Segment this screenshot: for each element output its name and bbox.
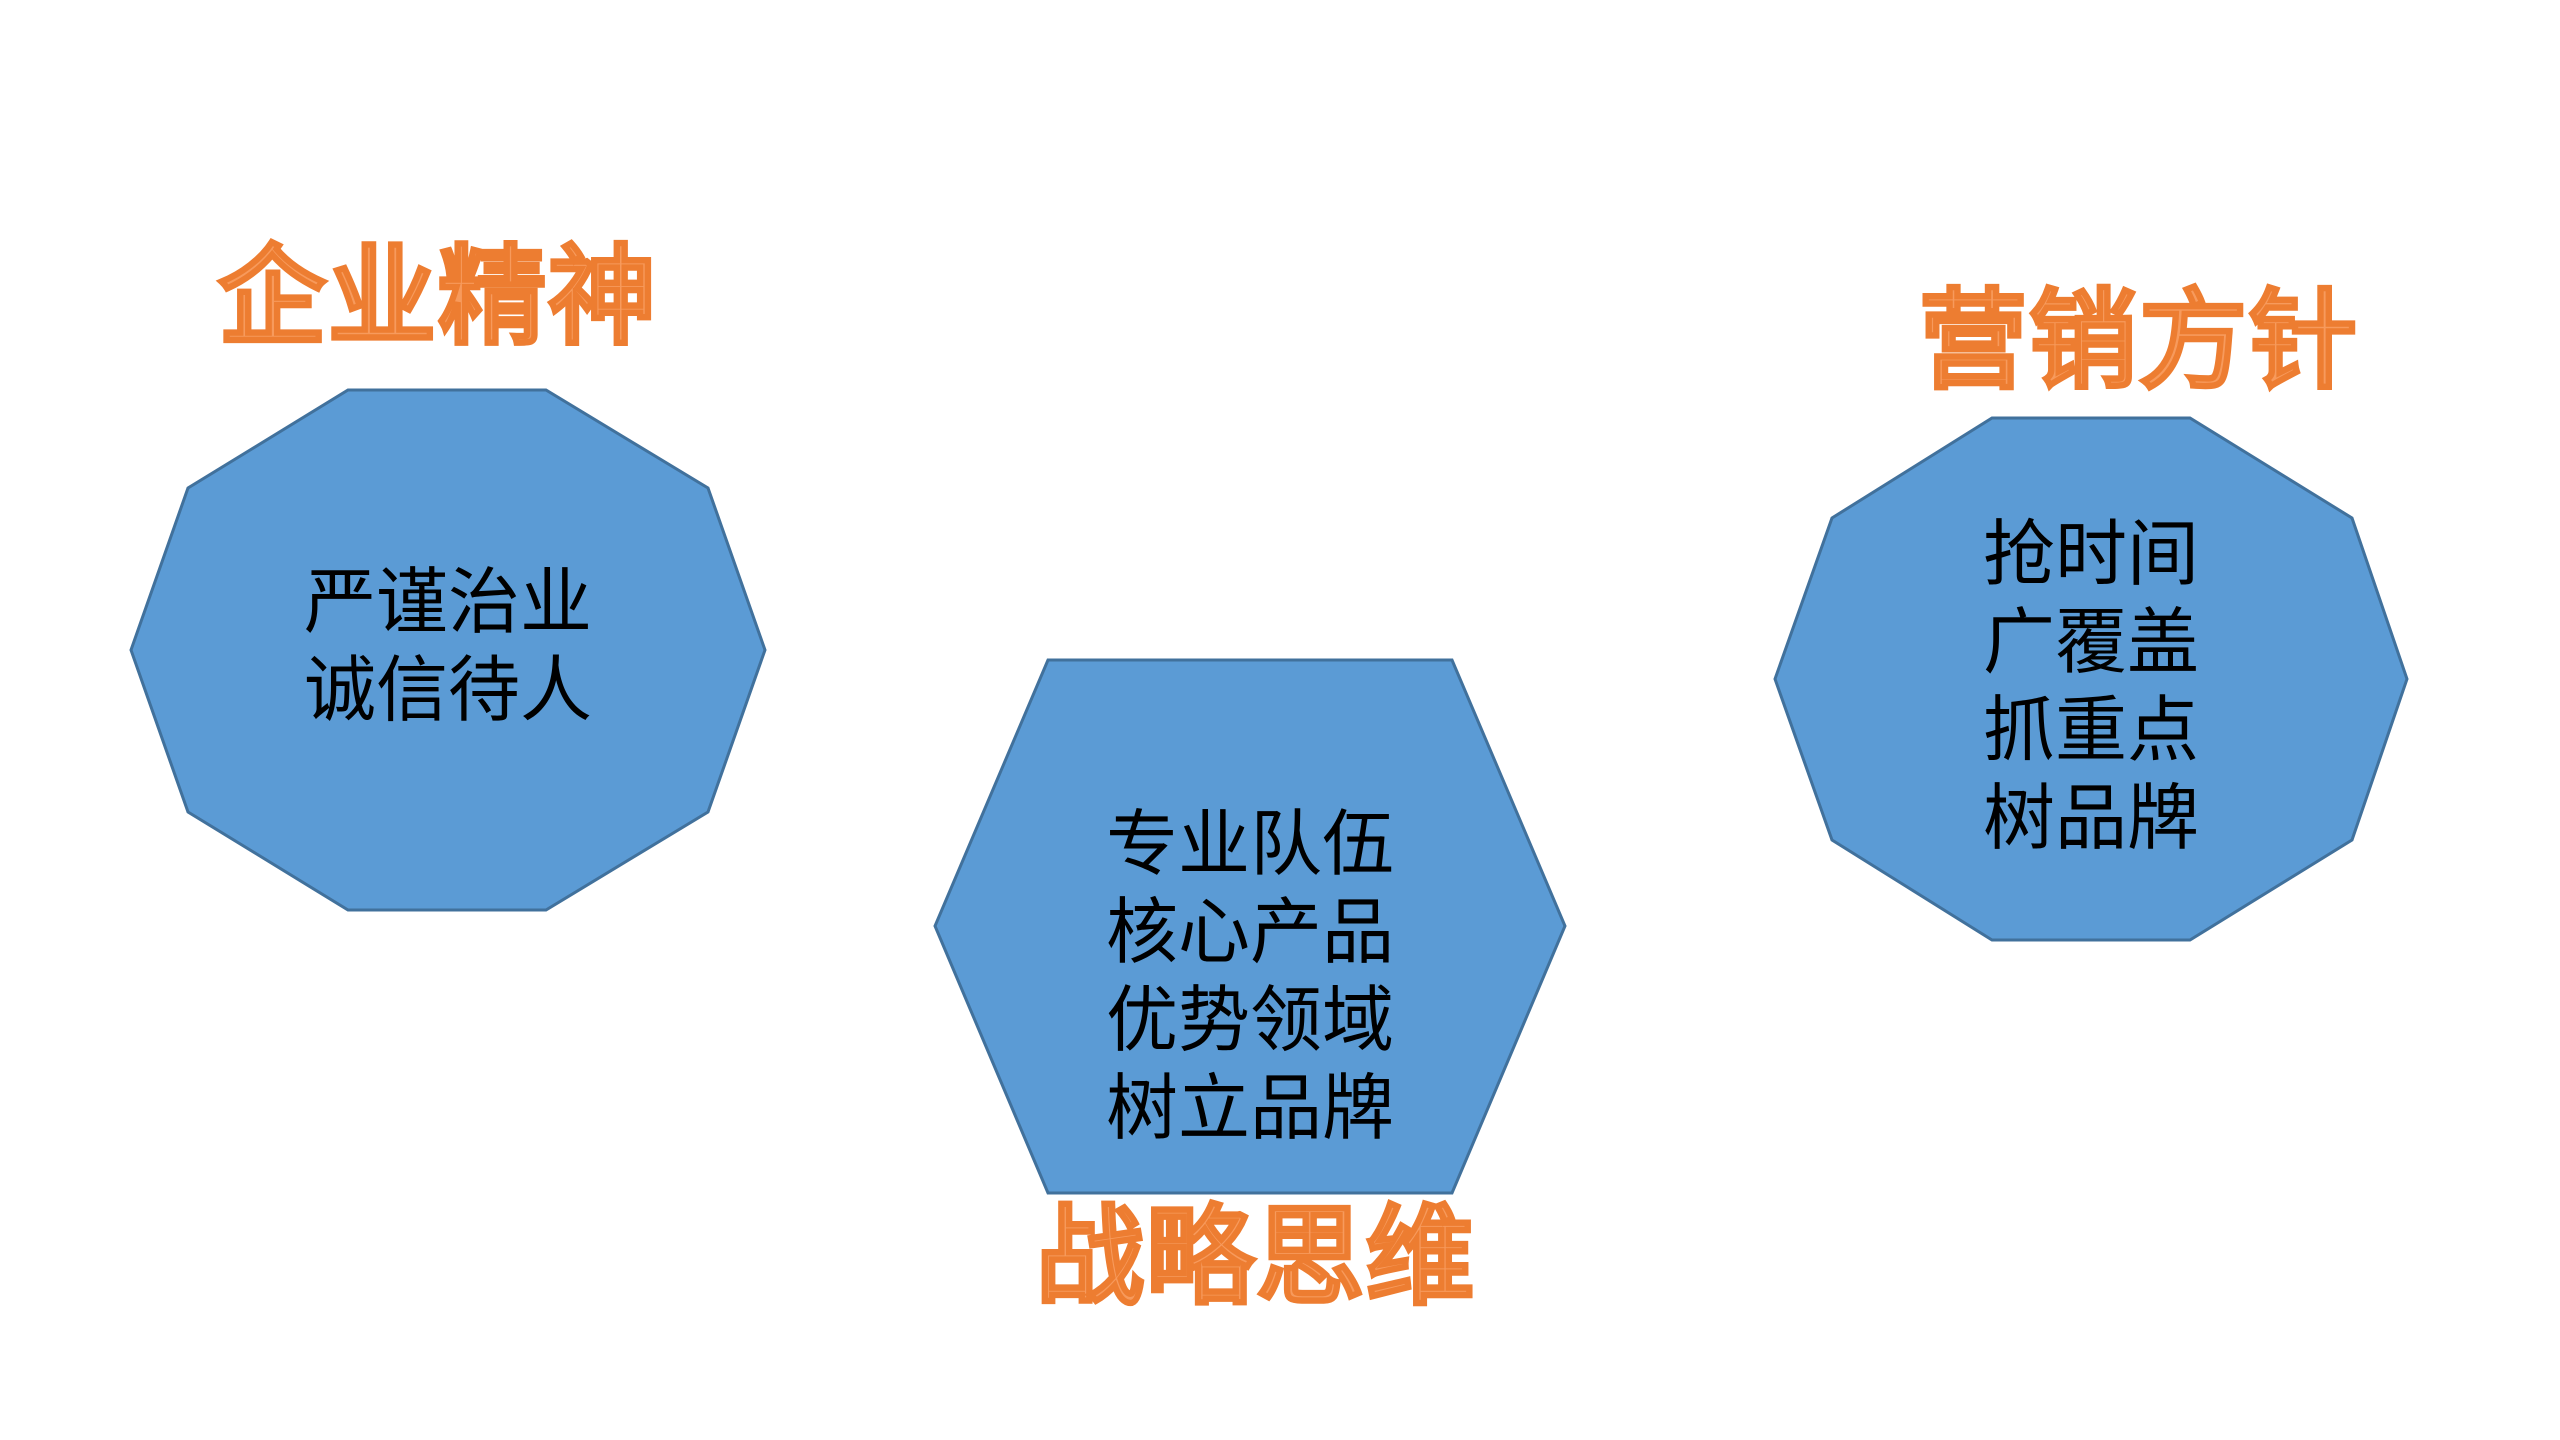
decagon-left-text: 严谨治业 诚信待人	[131, 558, 765, 734]
center-line-2: 核心产品	[1105, 890, 1394, 974]
decagon-right-text: 抢时间 广覆盖 抓重点 树品牌	[1775, 510, 2407, 862]
heading-enterprise-spirit: 企业精神	[216, 235, 659, 360]
center-line-4: 树立品牌	[1105, 1066, 1394, 1150]
center-line-3: 优势领域	[1105, 978, 1394, 1062]
decagon-right-shape	[1773, 416, 2409, 942]
center-line-1: 专业队伍	[1105, 802, 1394, 886]
decagon-left-shape	[129, 388, 767, 912]
right-line-2: 广覆盖	[1982, 600, 2199, 684]
decagon-left: 严谨治业 诚信待人	[129, 388, 767, 912]
decagon-right: 抢时间 广覆盖 抓重点 树品牌	[1773, 416, 2409, 942]
hexagon-center-shape	[933, 658, 1567, 1195]
hexagon-center: 专业队伍 核心产品 优势领域 树立品牌	[933, 658, 1567, 1195]
left-line-2: 诚信待人	[303, 648, 592, 732]
right-line-1: 抢时间	[1982, 512, 2199, 596]
right-line-4: 树品牌	[1982, 776, 2199, 860]
heading-marketing-policy: 营销方针	[1917, 279, 2360, 404]
hexagon-center-text: 专业队伍 核心产品 优势领域 树立品牌	[935, 800, 1565, 1152]
heading-strategic-thinking: 战略思维	[1034, 1195, 1477, 1320]
left-line-1: 严谨治业	[303, 560, 592, 644]
right-line-3: 抓重点	[1982, 688, 2199, 772]
